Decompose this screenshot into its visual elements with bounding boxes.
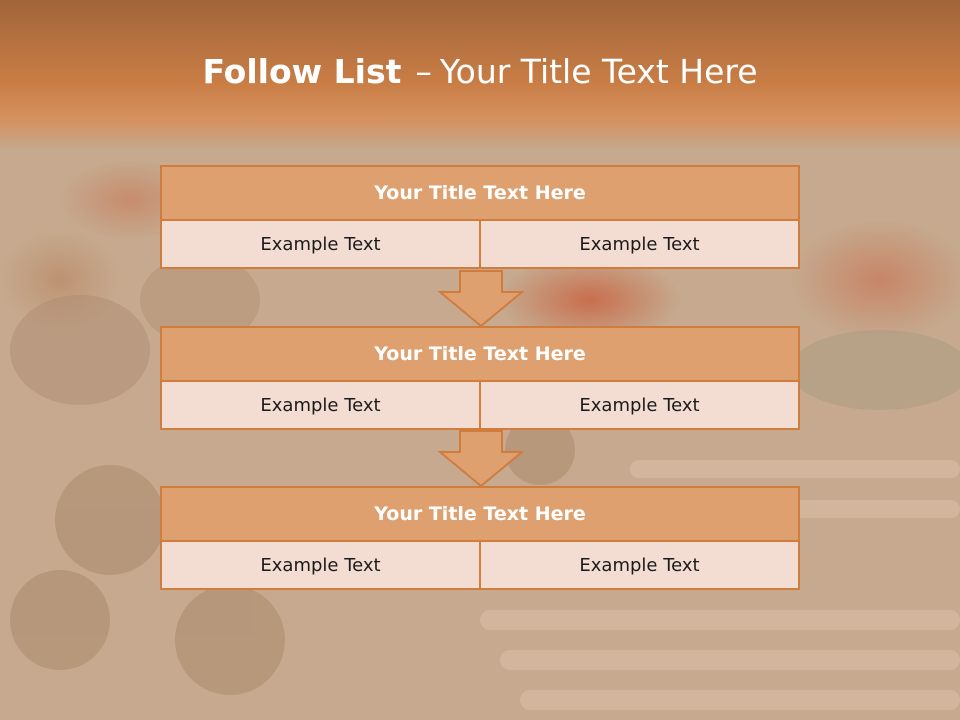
step-title: Your Title Text Here — [160, 326, 800, 382]
down-arrow-icon — [438, 430, 524, 488]
step-cell-left: Example Text — [160, 380, 481, 430]
step-row: Example Text Example Text — [160, 219, 800, 269]
step-cell-left: Example Text — [160, 540, 481, 590]
step-title: Your Title Text Here — [160, 165, 800, 221]
title-rest: Your Title Text Here — [439, 52, 758, 91]
header-band — [0, 0, 960, 150]
step-cell-left: Example Text — [160, 219, 481, 269]
step-row: Example Text Example Text — [160, 380, 800, 430]
list-step-1: Your Title Text Here Example Text Exampl… — [160, 165, 800, 269]
down-arrow-icon — [438, 270, 524, 328]
page-title: Follow List–Your Title Text Here — [0, 52, 960, 91]
title-bold: Follow List — [202, 52, 402, 91]
list-step-2: Your Title Text Here Example Text Exampl… — [160, 326, 800, 430]
step-cell-right: Example Text — [479, 219, 800, 269]
list-step-3: Your Title Text Here Example Text Exampl… — [160, 486, 800, 590]
step-cell-right: Example Text — [479, 380, 800, 430]
step-row: Example Text Example Text — [160, 540, 800, 590]
title-separator: – — [415, 52, 432, 91]
step-title: Your Title Text Here — [160, 486, 800, 542]
step-cell-right: Example Text — [479, 540, 800, 590]
